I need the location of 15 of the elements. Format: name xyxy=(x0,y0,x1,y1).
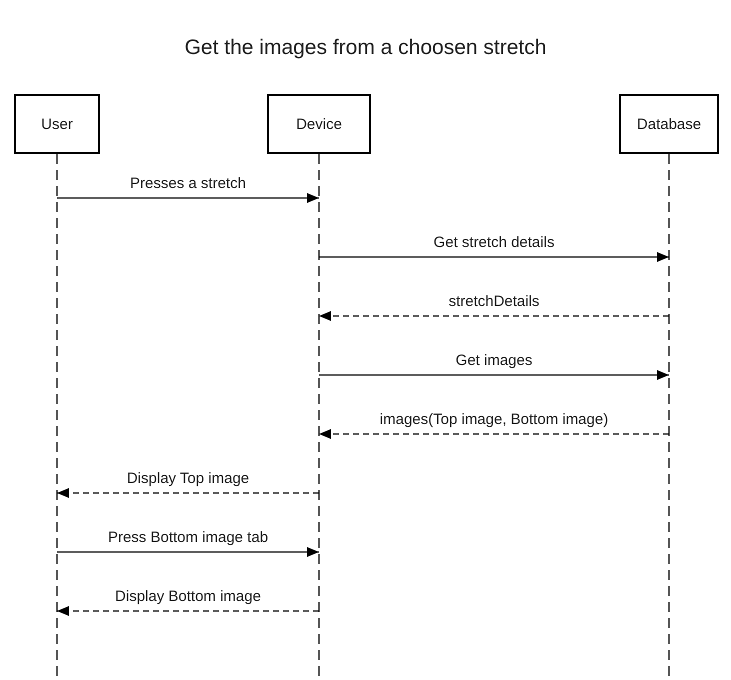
participant-name: User xyxy=(41,116,73,132)
message-arrow xyxy=(57,547,319,557)
participant-name: Device xyxy=(296,116,342,132)
edge-label: Display Bottom image xyxy=(113,588,263,605)
message-arrow xyxy=(57,193,319,203)
return-message-arrow xyxy=(319,311,669,321)
message-arrow xyxy=(319,370,669,380)
diagram-title: Get the images from a choosen stretch xyxy=(184,36,548,60)
edge-label: images(Top image, Bottom image) xyxy=(378,411,610,428)
return-message-arrow xyxy=(319,429,669,439)
return-message-arrow xyxy=(57,606,319,616)
return-message-arrow xyxy=(57,488,319,498)
edge-label: Get images xyxy=(454,352,534,369)
message-arrow xyxy=(319,252,669,262)
participant-name: Database xyxy=(636,116,702,132)
